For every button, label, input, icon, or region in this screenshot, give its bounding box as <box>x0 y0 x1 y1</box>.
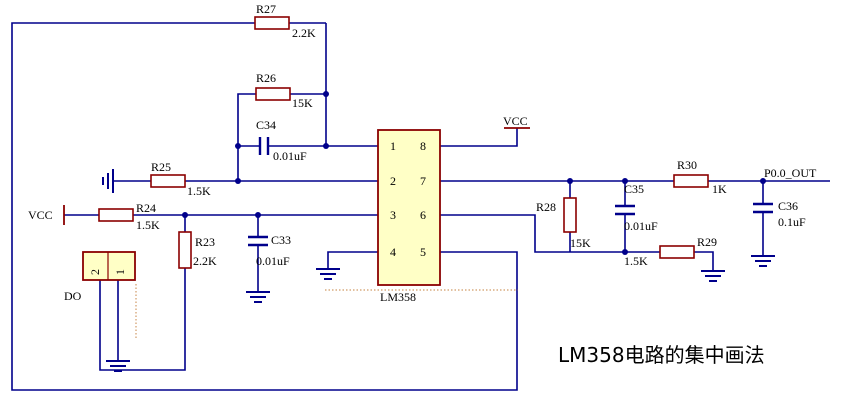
label-c34-ref: C34 <box>256 118 276 132</box>
ground-icon <box>245 285 271 303</box>
resistor-r23 <box>178 231 192 269</box>
ic-name: LM358 <box>380 290 416 304</box>
ground-icon <box>750 249 776 267</box>
label-c35-ref: C35 <box>624 182 644 196</box>
label-c34-value: 0.01uF <box>273 149 307 163</box>
caption: LM358电路的集中画法 <box>558 343 765 367</box>
label-c33-value: 0.01uF <box>256 254 290 268</box>
junction-dot <box>622 249 628 255</box>
junctions <box>182 91 766 255</box>
connector-do: 2 1 DO <box>64 251 136 303</box>
junction-dot <box>622 178 628 184</box>
connector-pin-1: 1 <box>113 269 127 275</box>
junction-dot <box>235 178 241 184</box>
vcc-label-left: VCC <box>28 208 53 222</box>
ground-icon <box>700 264 726 282</box>
label-c33-ref: C33 <box>271 233 291 247</box>
wires <box>11 22 830 391</box>
junction-dot <box>182 212 188 218</box>
wire-r23-bottom <box>99 268 186 371</box>
resistor-r29 <box>659 245 695 259</box>
junction-dot <box>760 178 766 184</box>
label-r27-ref: R27 <box>256 2 276 16</box>
label-c36-ref: C36 <box>778 199 798 213</box>
vcc-symbols <box>63 127 530 225</box>
capacitors <box>248 137 773 247</box>
junction-dot <box>235 143 241 149</box>
label-r28-value: 15K <box>570 236 591 250</box>
wire-outer-loop <box>11 22 518 391</box>
ground-icon <box>105 354 131 372</box>
label-c35-value: 0.01uF <box>624 219 658 233</box>
vcc-label-top: VCC <box>503 114 528 128</box>
label-r28-ref: R28 <box>536 200 556 214</box>
junction-dot <box>323 91 329 97</box>
wire-pin4-gnd <box>327 251 378 263</box>
resistor-r24 <box>98 208 134 222</box>
resistor-r26 <box>255 87 291 101</box>
label-r26-value: 15K <box>292 96 313 110</box>
label-r27-value: 2.2K <box>292 26 316 40</box>
label-r23-ref: R23 <box>195 235 215 249</box>
connector-body <box>82 251 136 281</box>
label-r25-value: 1.5K <box>187 184 211 198</box>
ic-body <box>377 129 441 286</box>
capacitor-c34 <box>258 137 270 155</box>
ic-pin-6: 6 <box>420 208 426 222</box>
junction-dot <box>323 143 329 149</box>
capacitor-c36 <box>753 202 773 214</box>
ground-icon <box>315 262 341 280</box>
resistor-r27 <box>254 16 290 30</box>
output-net-label: P0.0_OUT <box>764 166 817 180</box>
wire-pin6 <box>440 214 660 253</box>
resistor-r28 <box>563 197 577 233</box>
label-r24-value: 1.5K <box>136 218 160 232</box>
capacitor-c35 <box>615 204 635 216</box>
ic-pin-4: 4 <box>390 245 396 259</box>
label-r29-value: 1.5K <box>624 254 648 268</box>
ic-pin-2: 2 <box>390 174 396 188</box>
ic-pin-3: 3 <box>390 208 396 222</box>
connector-pin-2: 2 <box>88 269 102 275</box>
resistors <box>98 16 709 269</box>
label-r24-ref: R24 <box>136 201 156 215</box>
wire-pin8-vcc <box>440 128 518 147</box>
label-c36-value: 0.1uF <box>778 215 806 229</box>
wire-r29-gnd <box>694 251 714 265</box>
ic-pin-8: 8 <box>420 139 426 153</box>
ic-pin-7: 7 <box>420 174 426 188</box>
connector-name: DO <box>64 289 82 303</box>
junction-dot <box>255 212 261 218</box>
label-r30-ref: R30 <box>677 158 697 172</box>
resistor-r25 <box>150 174 186 188</box>
lm358-ic: 1 2 3 4 8 7 6 5 LM358 <box>377 129 441 304</box>
junction-dot <box>567 178 573 184</box>
resistor-r30 <box>673 174 709 188</box>
capacitor-c33 <box>248 235 268 247</box>
label-r26-ref: R26 <box>256 71 276 85</box>
label-r25-ref: R25 <box>151 160 171 174</box>
ic-pin-1: 1 <box>390 139 396 153</box>
ic-pin-5: 5 <box>420 245 426 259</box>
wire-r26-left <box>237 93 256 181</box>
ground-icon <box>102 169 114 193</box>
label-r30-value: 1K <box>712 182 727 196</box>
component-labels: R27 2.2K R26 15K C34 0.01uF R25 1.5K R24… <box>136 2 817 268</box>
ground-symbols <box>102 169 776 372</box>
label-r23-value: 2.2K <box>193 254 217 268</box>
label-r29-ref: R29 <box>697 235 717 249</box>
